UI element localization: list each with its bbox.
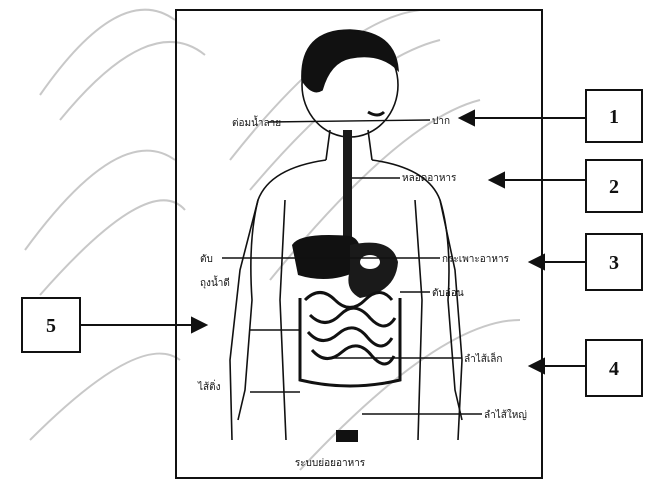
callout-box-2: 2 <box>586 160 642 212</box>
watermark <box>25 10 520 470</box>
svg-text:5: 5 <box>46 315 56 337</box>
stomach <box>348 243 398 298</box>
label-small-intestine: ลำไส้เล็ก <box>464 351 502 365</box>
label-mouth: ปาก <box>432 116 450 127</box>
svg-text:2: 2 <box>609 176 619 198</box>
callout-box-5: 5 <box>22 298 80 352</box>
svg-text:4: 4 <box>609 358 619 380</box>
label-gallbladder: ถุงน้ำดี <box>200 275 230 289</box>
svg-text:3: 3 <box>609 252 619 274</box>
label-esophagus: หลอดอาหาร <box>402 173 457 184</box>
label-pancreas: ตับอ่อน <box>432 288 464 299</box>
callout-box-3: 3 <box>586 234 642 290</box>
svg-text:1: 1 <box>609 106 619 128</box>
figure-caption: ระบบย่อยอาหาร <box>295 458 366 469</box>
label-salivary-gland: ต่อมน้ำลาย <box>232 115 281 129</box>
label-large-intestine: ลำไส้ใหญ่ <box>484 409 527 421</box>
esophagus <box>343 130 352 250</box>
label-liver: ตับ <box>200 254 213 265</box>
intestines <box>300 293 400 387</box>
label-stomach: กระเพาะอาหาร <box>442 254 510 265</box>
callout-box-4: 4 <box>586 340 642 396</box>
label-appendix: ไส้ติ่ง <box>197 379 221 393</box>
rectum <box>336 430 358 442</box>
callout-box-1: 1 <box>586 90 642 142</box>
